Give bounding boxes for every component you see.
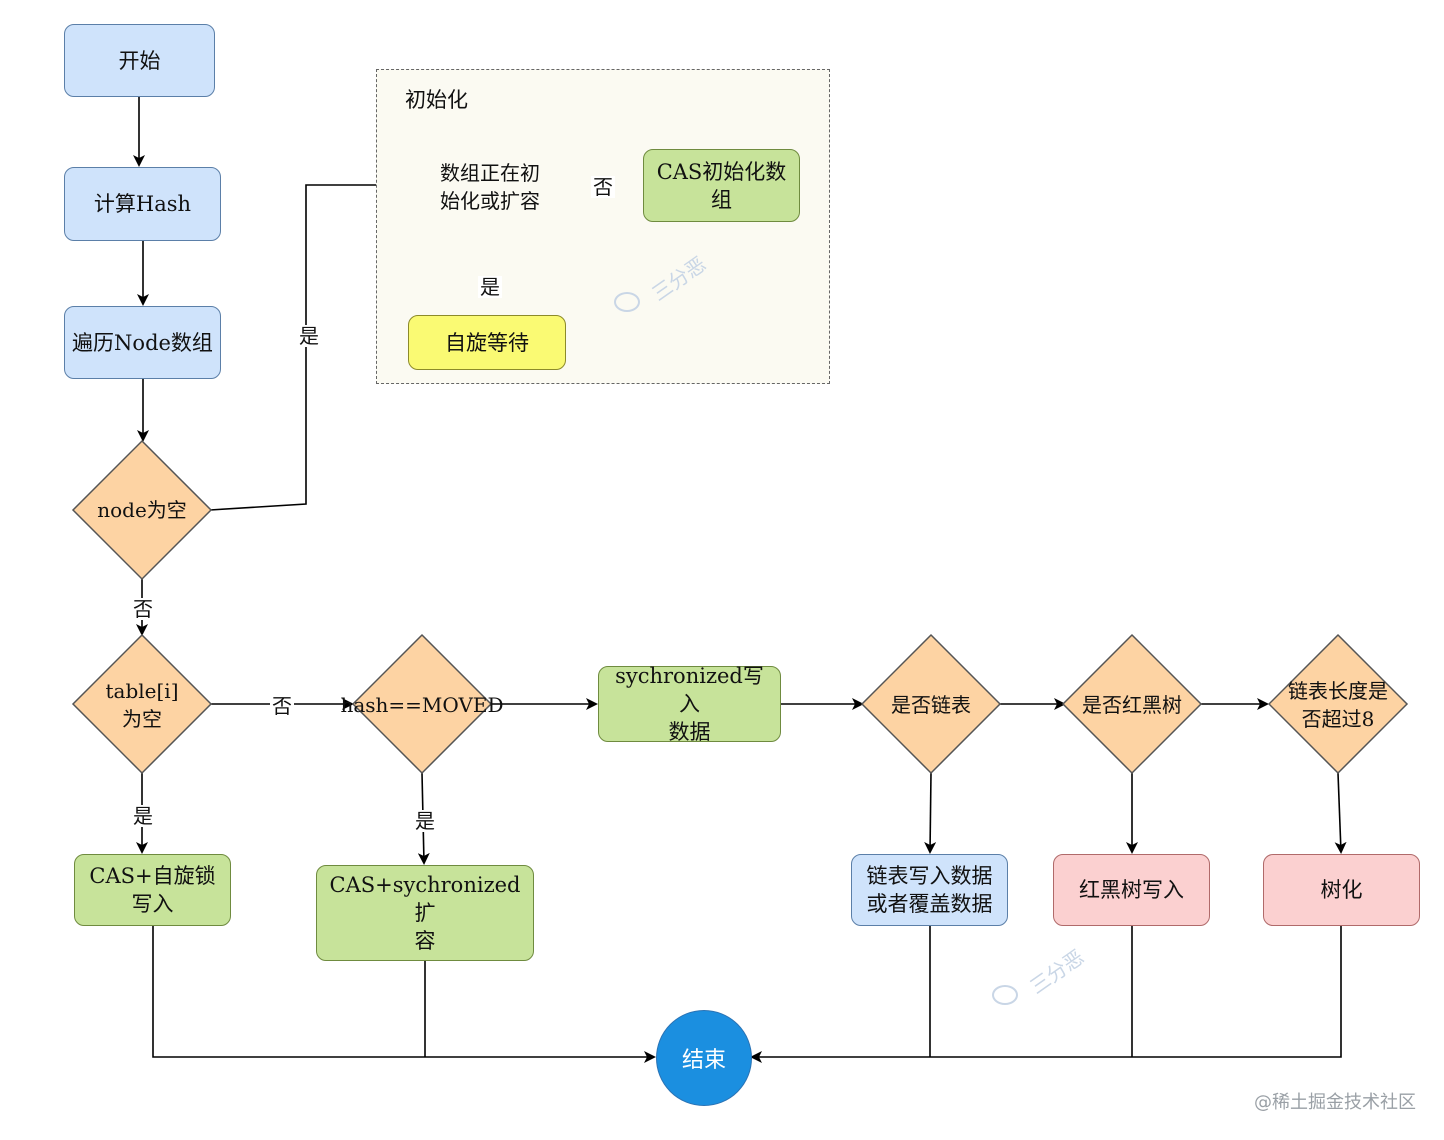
edge-cas-spin-to-end xyxy=(152,926,656,1063)
sync-write-data: sychronized写入 数据 xyxy=(598,664,781,744)
footer-credit: @稀土掘金技术社区 xyxy=(1254,1092,1416,1113)
cas-sync-resize: CAS+sychronized扩 容 xyxy=(316,865,534,961)
edge-label-node-empty-no: 否 xyxy=(131,597,155,621)
decision-list-len-over8 xyxy=(1267,633,1409,775)
wechat-icon xyxy=(992,985,1018,1005)
end-node: 结束 xyxy=(656,1010,752,1106)
edge-is-list-down xyxy=(924,772,937,854)
table-empty-label: table[i] 为空 xyxy=(105,679,179,731)
decision-is-rb-tree xyxy=(1061,633,1203,775)
list-write-or-overwrite: 链表写入数据 或者覆盖数据 xyxy=(851,854,1008,926)
array-initializing-label: 数组正在初 始化或扩容 xyxy=(440,161,540,213)
edge-label-init-yes: 是 xyxy=(478,275,502,299)
wechat-icon xyxy=(614,292,640,312)
node-empty-label: node为空 xyxy=(97,498,187,522)
edge-label-init-no: 否 xyxy=(591,175,615,199)
edge-label-table-empty-yes: 是 xyxy=(131,804,155,828)
start-node: 开始 xyxy=(64,24,215,97)
cas-spinlock-write: CAS+自旋锁 写入 xyxy=(74,854,231,926)
decision-node-empty xyxy=(71,439,213,581)
spin-wait: 自旋等待 xyxy=(408,315,566,370)
rb-tree-write: 红黑树写入 xyxy=(1053,854,1210,926)
treeify: 树化 xyxy=(1263,854,1420,926)
decision-is-linked-list xyxy=(860,633,1002,775)
iterate-node-array: 遍历Node数组 xyxy=(64,306,221,379)
edge-label-node-empty-yes: 是 xyxy=(297,324,321,348)
hash-moved-label: hash==MOVED xyxy=(340,693,504,717)
edge-len8-down xyxy=(1334,772,1347,854)
calc-hash-node: 计算Hash xyxy=(64,167,221,241)
list-len-over8-label: 链表长度是 否超过8 xyxy=(1288,679,1388,731)
edge-label-table-empty-no: 否 xyxy=(270,694,294,718)
edge-right-to-end xyxy=(750,926,1342,1063)
edge-label-moved-yes: 是 xyxy=(413,809,437,833)
is-rb-tree-label: 是否红黑树 xyxy=(1082,693,1182,717)
decision-table-empty xyxy=(71,633,213,775)
init-group-title: 初始化 xyxy=(405,88,468,112)
decision-hash-moved xyxy=(351,633,493,775)
init-group xyxy=(376,69,830,384)
is-linked-list-label: 是否链表 xyxy=(891,693,971,717)
cas-init-array: CAS初始化数 组 xyxy=(643,149,800,222)
